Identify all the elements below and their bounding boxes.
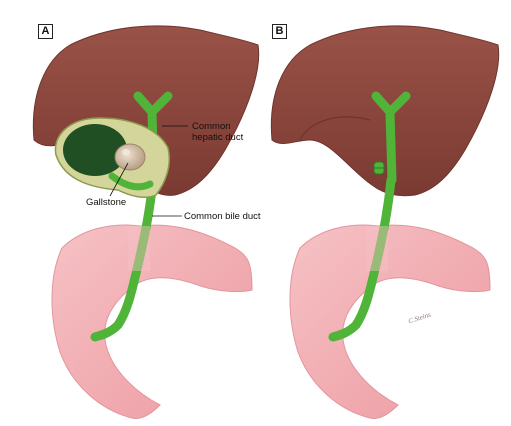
duodenum-b [289, 224, 491, 419]
common-hepatic-duct-line2: hepatic duct [192, 132, 244, 143]
common-bile-duct-label: Common bile duct [184, 211, 261, 222]
gallstone-label: Gallstone [86, 197, 127, 208]
panel-a [32, 25, 260, 419]
gallstone [114, 143, 146, 171]
common-hepatic-duct-label: Common hepatic duct [192, 121, 243, 143]
common-bile-duct-b [328, 175, 396, 342]
hepatic-ducts-b [371, 91, 411, 185]
panel-label-b: B [272, 24, 287, 39]
panel-b [270, 25, 500, 419]
gallbladder-a [54, 117, 170, 198]
common-hepatic-duct-line1: Common [192, 121, 231, 132]
common-bile-duct-a [90, 175, 158, 342]
duodenum-a [51, 224, 253, 419]
panel-label-a: A [38, 24, 53, 39]
leader-gallstone [109, 162, 129, 197]
gallbladder-fossa [299, 116, 371, 141]
cystic-duct-stump [373, 161, 385, 175]
